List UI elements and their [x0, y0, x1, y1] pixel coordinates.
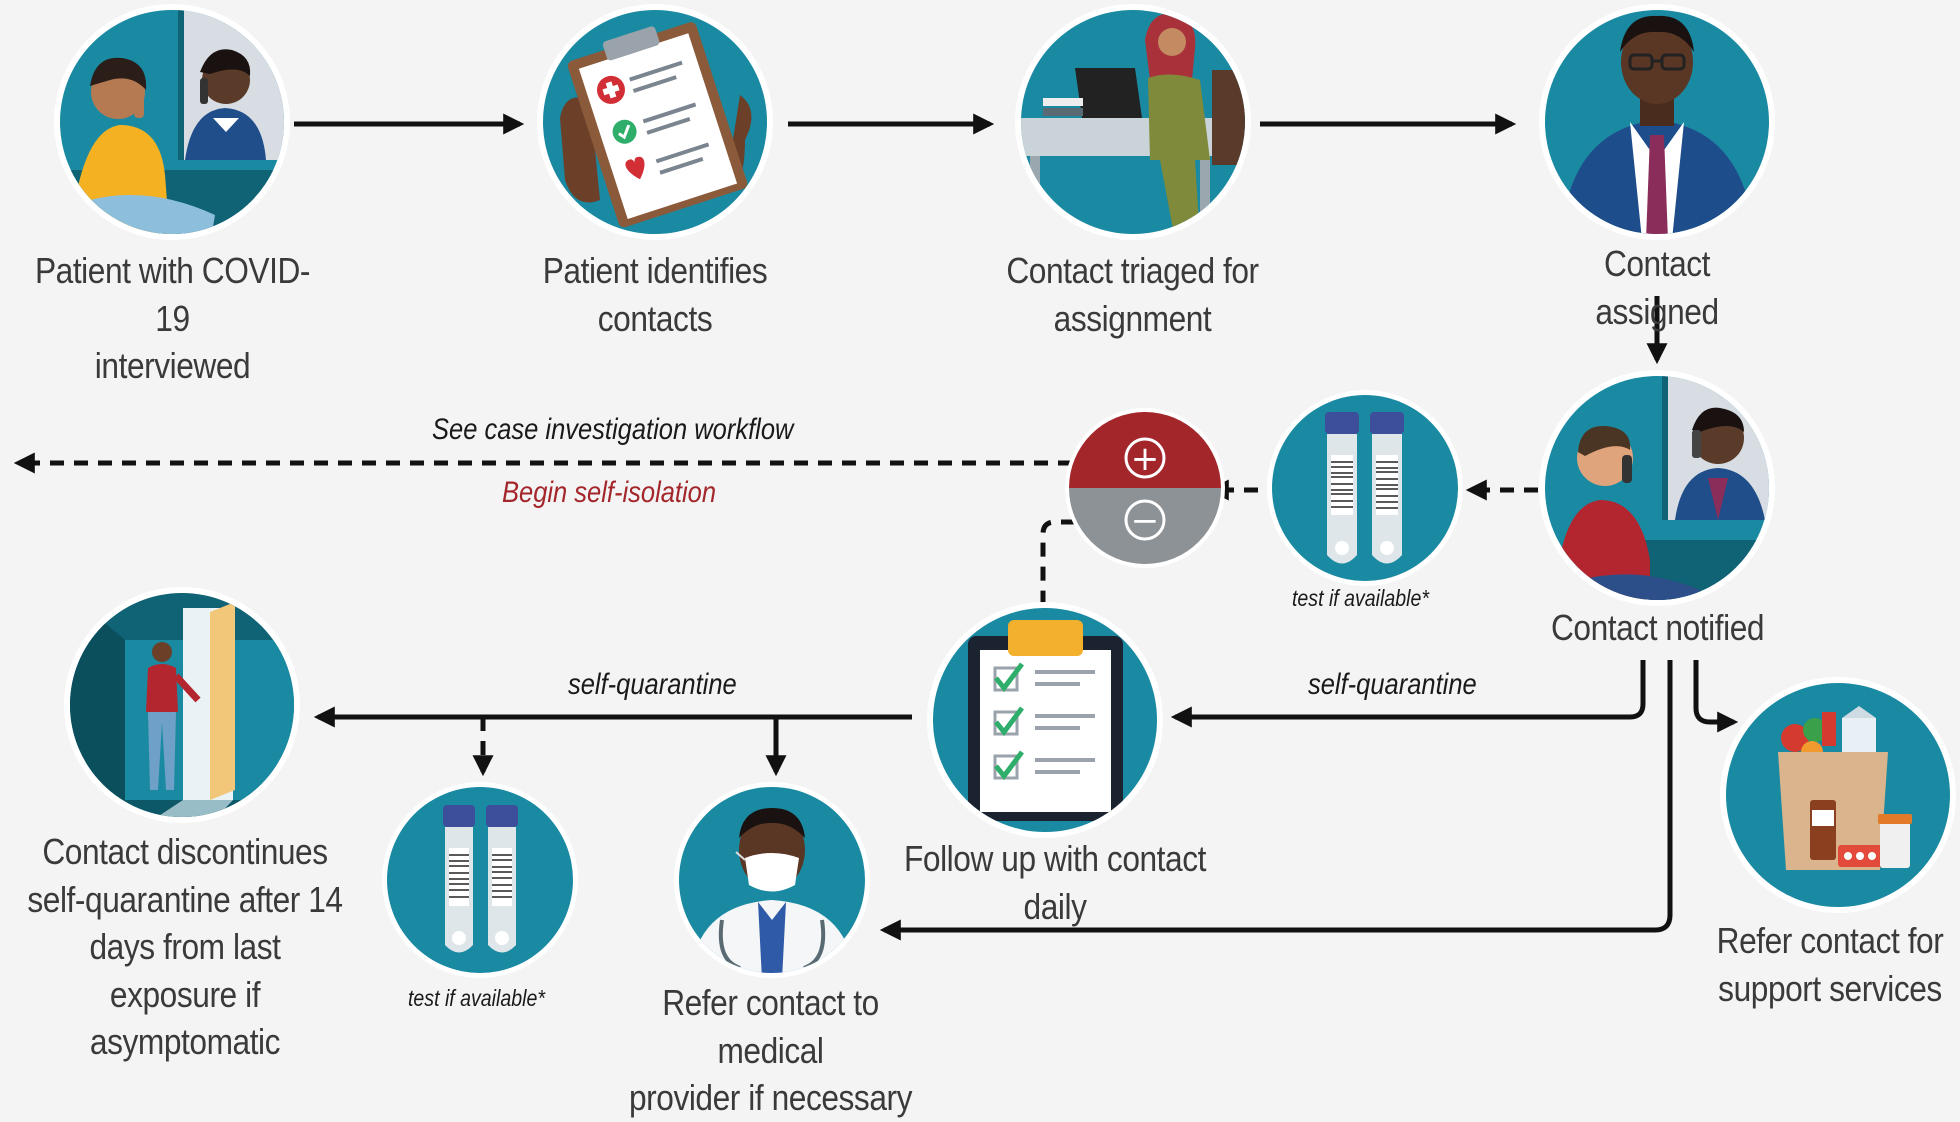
label-line: Refer contact for [1716, 920, 1944, 961]
arrows [13, 113, 1739, 941]
step-label-assigned: Contact assigned [1538, 240, 1776, 335]
label-line: Contact discontinues [42, 831, 328, 872]
arrow-negative-to-followup [1040, 519, 1075, 608]
step-label-discontinue: Contact discontinues self-quarantine aft… [27, 828, 344, 1066]
case-workflow-label: See case investigation workflow [432, 413, 794, 446]
step-label-notified: Contact notified [1545, 604, 1769, 652]
label-line: provider if necessary [628, 1077, 913, 1119]
test-result-icon: + − [1065, 408, 1225, 568]
label-line: interviewed [94, 345, 251, 387]
daily-checklist-icon [927, 602, 1163, 838]
test-if-available-upper: test if available* [1292, 585, 1429, 611]
groceries-support-icon [1720, 677, 1956, 913]
test-if-available-lower: test if available* [408, 985, 545, 1011]
positive-symbol: + [1131, 439, 1160, 479]
label-line: Refer contact to medical [662, 982, 879, 1071]
self-quarantine-label-right: self-quarantine [1308, 668, 1477, 701]
label-line: Contact triaged for [1006, 250, 1259, 291]
label-line: asymptomatic [89, 1021, 281, 1063]
notified-call-icon [1539, 370, 1775, 606]
step-label-medical: Refer contact to medical provider if nec… [619, 979, 923, 1122]
label-line: Follow up with contact daily [903, 838, 1206, 927]
triage-desk-icon [1015, 4, 1251, 240]
phone-interview-icon [54, 4, 290, 240]
door-exit-icon [64, 587, 300, 823]
label-line: assignment [1053, 297, 1212, 339]
step-label-interview: Patient with COVID-19 interviewed [34, 247, 311, 390]
assigned-person-icon [1539, 4, 1775, 240]
label-line: days from last exposure if [89, 926, 281, 1015]
label-line: Contact assigned [1595, 243, 1719, 332]
label-line: support services [1718, 967, 1942, 1009]
step-label-identify: Patient identifies contacts [501, 247, 809, 342]
self-isolation-label: Begin self-isolation [502, 476, 717, 509]
workflow-diagram: + − [13, 4, 1956, 978]
step-label-support: Refer contact for support services [1716, 917, 1945, 1012]
label-line: Patient with COVID-19 [34, 250, 311, 339]
negative-symbol: − [1131, 501, 1160, 541]
step-label-followup: Follow up with contact daily [892, 835, 1218, 930]
label-line: Patient identifies contacts [542, 250, 768, 339]
self-quarantine-label-left: self-quarantine [568, 668, 737, 701]
arrow-notified-to-followup [1170, 660, 1646, 728]
arrow-notified-to-support [1693, 660, 1739, 733]
test-tubes-icon [382, 782, 578, 978]
clipboard-contacts-icon [537, 4, 773, 240]
doctor-mask-icon [674, 782, 870, 978]
arrow-notified-to-medical [879, 660, 1673, 941]
step-label-triage: Contact triaged for assignment [998, 247, 1266, 342]
label-line: Contact notified [1550, 607, 1765, 648]
test-tubes-icon [1267, 390, 1463, 586]
label-line: self-quarantine after 14 [27, 878, 343, 920]
